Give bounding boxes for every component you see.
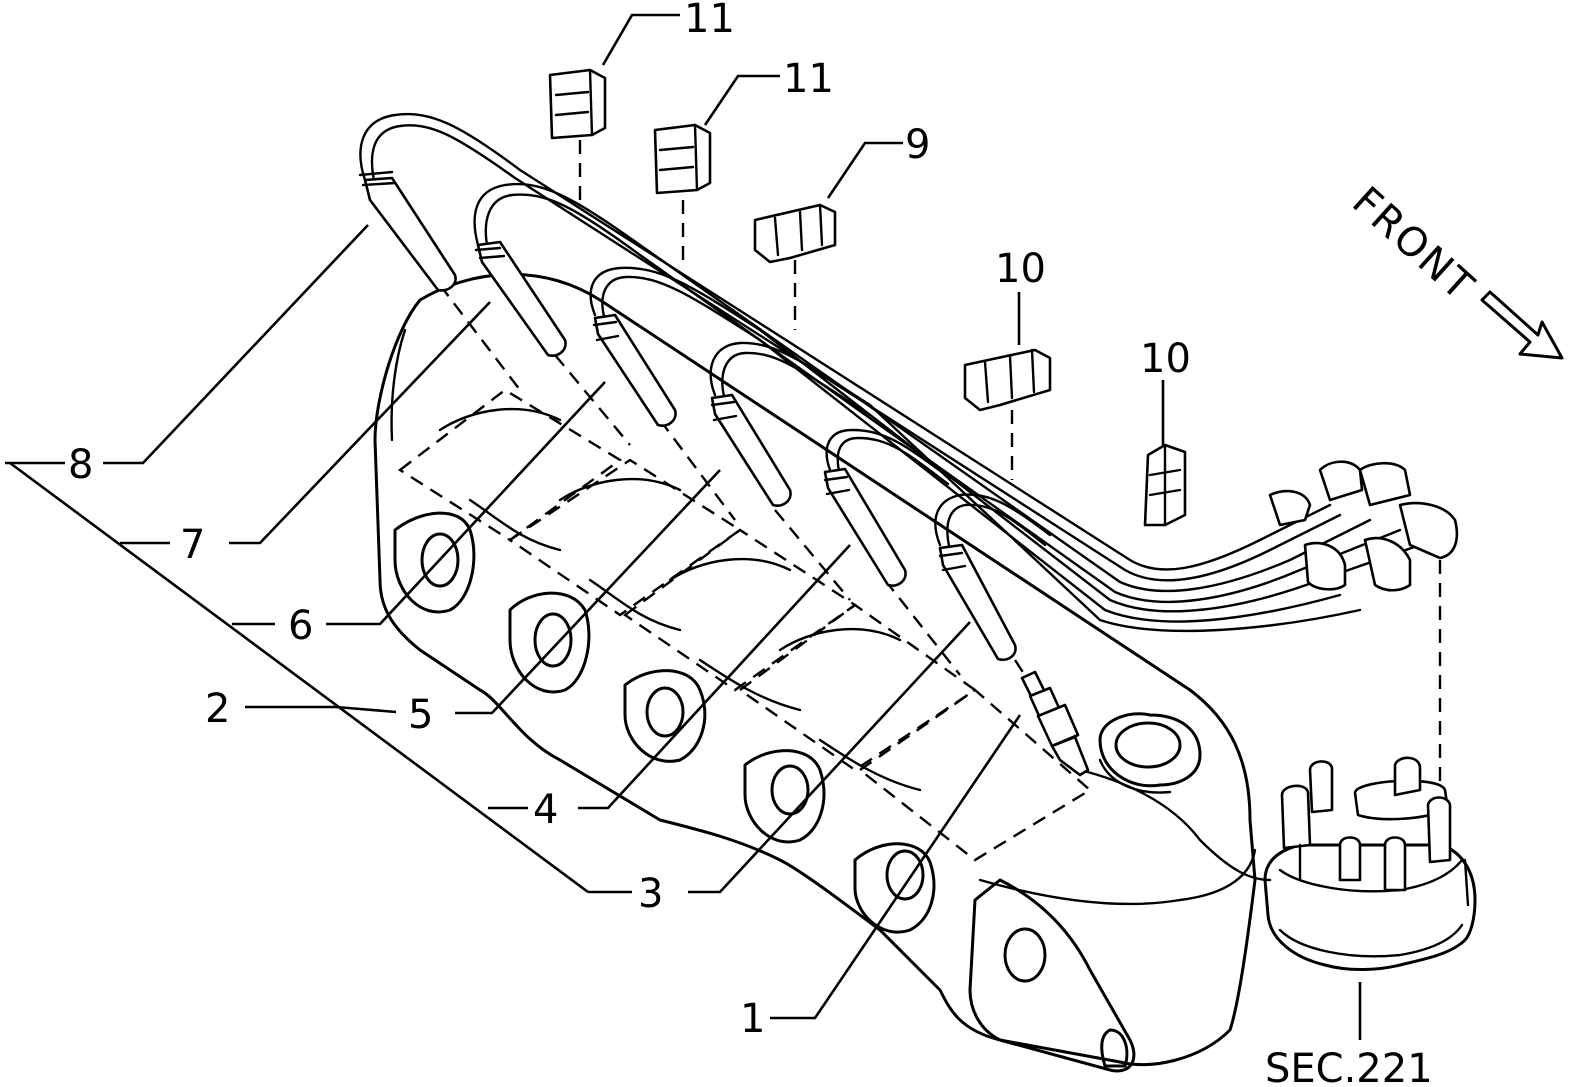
spark-plug bbox=[1020, 670, 1090, 777]
callout-4: 4 bbox=[533, 787, 558, 833]
section-reference: SEC.221 bbox=[1265, 1046, 1433, 1087]
hidden-lines bbox=[397, 140, 1442, 862]
wire-clip-11-upper bbox=[548, 68, 607, 140]
spark-plug-boot-2 bbox=[474, 240, 567, 357]
spark-plug-boot-6 bbox=[938, 543, 1017, 661]
callout-11-lower: 11 bbox=[783, 56, 834, 102]
spark-plug-boot-5 bbox=[823, 467, 907, 587]
wire-clip-10-upper bbox=[963, 348, 1052, 412]
callout-10-lower: 10 bbox=[1140, 336, 1191, 382]
leader-lines bbox=[5, 13, 1362, 1040]
wire-clip-9 bbox=[753, 203, 837, 264]
distributor-cap bbox=[1263, 756, 1477, 972]
distributor-end-boots bbox=[1268, 460, 1459, 592]
front-direction-arrow bbox=[1480, 290, 1564, 360]
callout-11-upper: 11 bbox=[684, 0, 735, 42]
callout-8: 8 bbox=[68, 442, 93, 488]
spark-plug-boot-3 bbox=[592, 313, 677, 427]
front-label: FRONT bbox=[1343, 178, 1483, 310]
ignition-wire-harness bbox=[358, 112, 1459, 777]
wire-clip-11-lower bbox=[653, 123, 712, 195]
callout-3: 3 bbox=[638, 871, 663, 917]
callout-1: 1 bbox=[740, 996, 765, 1042]
callout-numbers: 1 2 3 4 5 6 7 8 9 10 10 11 11 SEC.221 bbox=[68, 0, 1433, 1087]
callout-6: 6 bbox=[288, 603, 313, 649]
callout-9: 9 bbox=[905, 122, 930, 168]
callout-7: 7 bbox=[180, 522, 205, 568]
spark-plug-boot-1 bbox=[358, 170, 457, 292]
callout-10-upper: 10 bbox=[995, 246, 1046, 292]
manifold-ports bbox=[393, 511, 936, 934]
callout-5: 5 bbox=[408, 692, 433, 738]
spark-plug-boot-4 bbox=[710, 393, 792, 507]
wire-clip-10-lower bbox=[1143, 443, 1187, 527]
intake-manifold-drawing bbox=[373, 272, 1272, 1073]
callout-2: 2 bbox=[205, 686, 230, 732]
